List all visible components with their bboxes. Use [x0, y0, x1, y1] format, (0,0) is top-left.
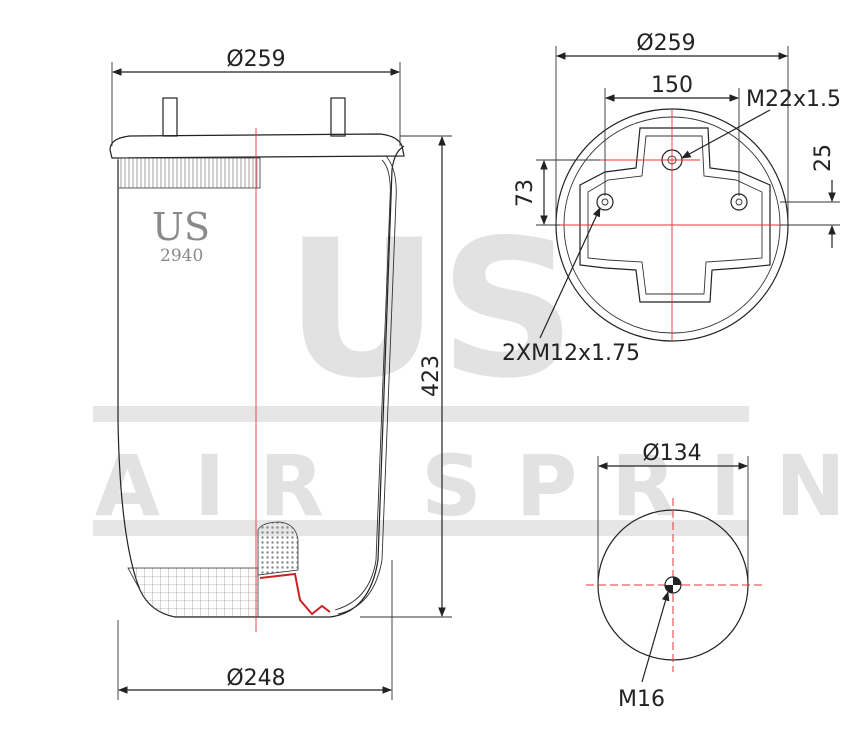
bottom-thread-quadrant-2 — [665, 585, 673, 593]
top-bead-plate — [109, 133, 405, 159]
piston-seal-red — [259, 572, 331, 616]
bottom-view: Ø134 M16 — [586, 441, 762, 712]
offset-large-label: 73 — [513, 179, 538, 207]
top-plate-inner-outline — [587, 135, 763, 295]
bellows-wall-inner — [334, 159, 391, 611]
side-threads-label: 2XM12x1.75 — [502, 341, 640, 366]
part-number: 2940 — [160, 246, 203, 266]
side-height-label: 423 — [419, 355, 444, 397]
side-top-diameter-label: Ø259 — [226, 47, 285, 72]
top-stud-right — [330, 97, 346, 137]
bottom-piston-grid — [127, 567, 259, 618]
top-plate-outline — [579, 127, 771, 303]
side-threads-leader — [539, 207, 601, 339]
bottom-thread-quadrant-1 — [673, 577, 681, 585]
watermark-air-spring-text: AIR SPRING — [95, 437, 850, 535]
bolt-hole-right — [730, 193, 748, 211]
watermark: US AIR SPRING — [93, 199, 850, 536]
bolt-hole-right-inner — [735, 198, 743, 206]
center-thread-label: M22x1.5 — [746, 87, 841, 112]
bottom-thread-label: M16 — [618, 687, 665, 712]
watermark-bar — [93, 406, 749, 422]
piston-section — [257, 521, 299, 576]
bolt-hole-left — [596, 193, 614, 211]
top-rib-band — [117, 157, 261, 189]
bellows-wall-outer — [337, 155, 397, 615]
top-stud-left — [162, 97, 178, 137]
side-bottom-diameter-label: Ø248 — [226, 666, 285, 691]
top-diameter-label: Ø259 — [636, 31, 695, 56]
offset-small-label: 25 — [811, 144, 836, 172]
bolt-hole-left-inner — [601, 198, 609, 206]
watermark-big-text: US — [285, 199, 576, 420]
bolt-spacing-label: 150 — [651, 73, 693, 98]
brand-logo: US — [152, 205, 210, 249]
side-view: US 2940 Ø259 423 Ø248 — [109, 47, 452, 700]
bottom-thread-leader — [641, 591, 670, 683]
bottom-diameter-label: Ø134 — [642, 441, 701, 466]
center-thread-leader — [681, 109, 771, 159]
top-view: Ø259 150 M22x1.5 25 73 2XM12x1.75 — [502, 31, 841, 366]
watermark-bar-lower — [93, 520, 749, 536]
